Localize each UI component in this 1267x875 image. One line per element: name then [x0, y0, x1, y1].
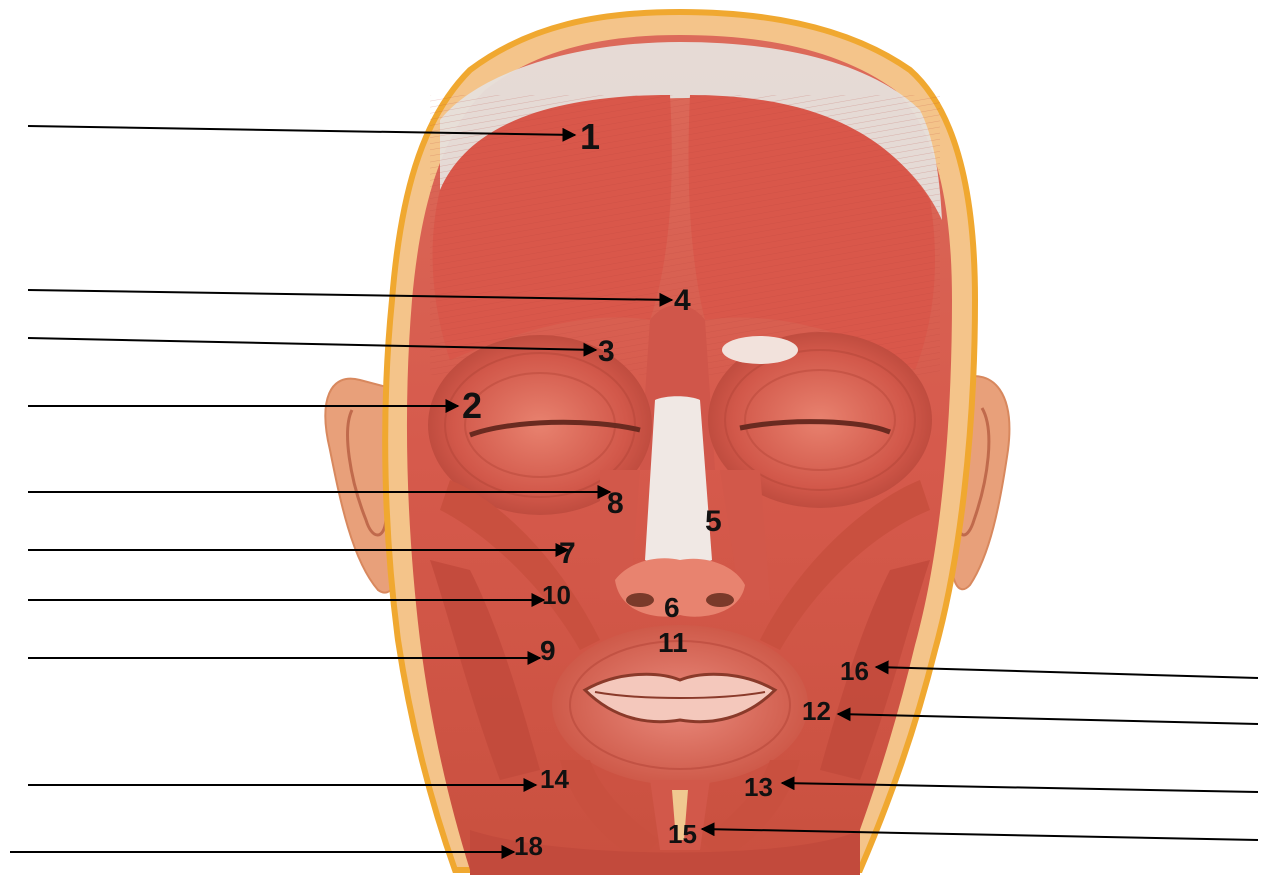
- label-4: 4: [674, 284, 691, 317]
- nose-tip: [615, 558, 745, 616]
- label-14: 14: [540, 764, 569, 794]
- label-10: 10: [542, 580, 571, 610]
- label-12: 12: [802, 696, 831, 726]
- label-1: 1: [580, 116, 600, 157]
- label-8: 8: [607, 487, 624, 520]
- label-16: 16: [840, 656, 869, 686]
- label-3: 3: [598, 335, 615, 368]
- leader-line-16: [876, 667, 1258, 678]
- label-9: 9: [540, 635, 556, 666]
- label-6: 6: [664, 592, 680, 623]
- label-7: 7: [559, 537, 576, 570]
- label-18: 18: [514, 831, 543, 861]
- label-5: 5: [705, 505, 722, 538]
- corrugator-fat: [722, 336, 798, 364]
- label-15: 15: [668, 819, 697, 849]
- label-2: 2: [462, 385, 482, 426]
- label-13: 13: [744, 772, 773, 802]
- label-11: 11: [658, 627, 688, 658]
